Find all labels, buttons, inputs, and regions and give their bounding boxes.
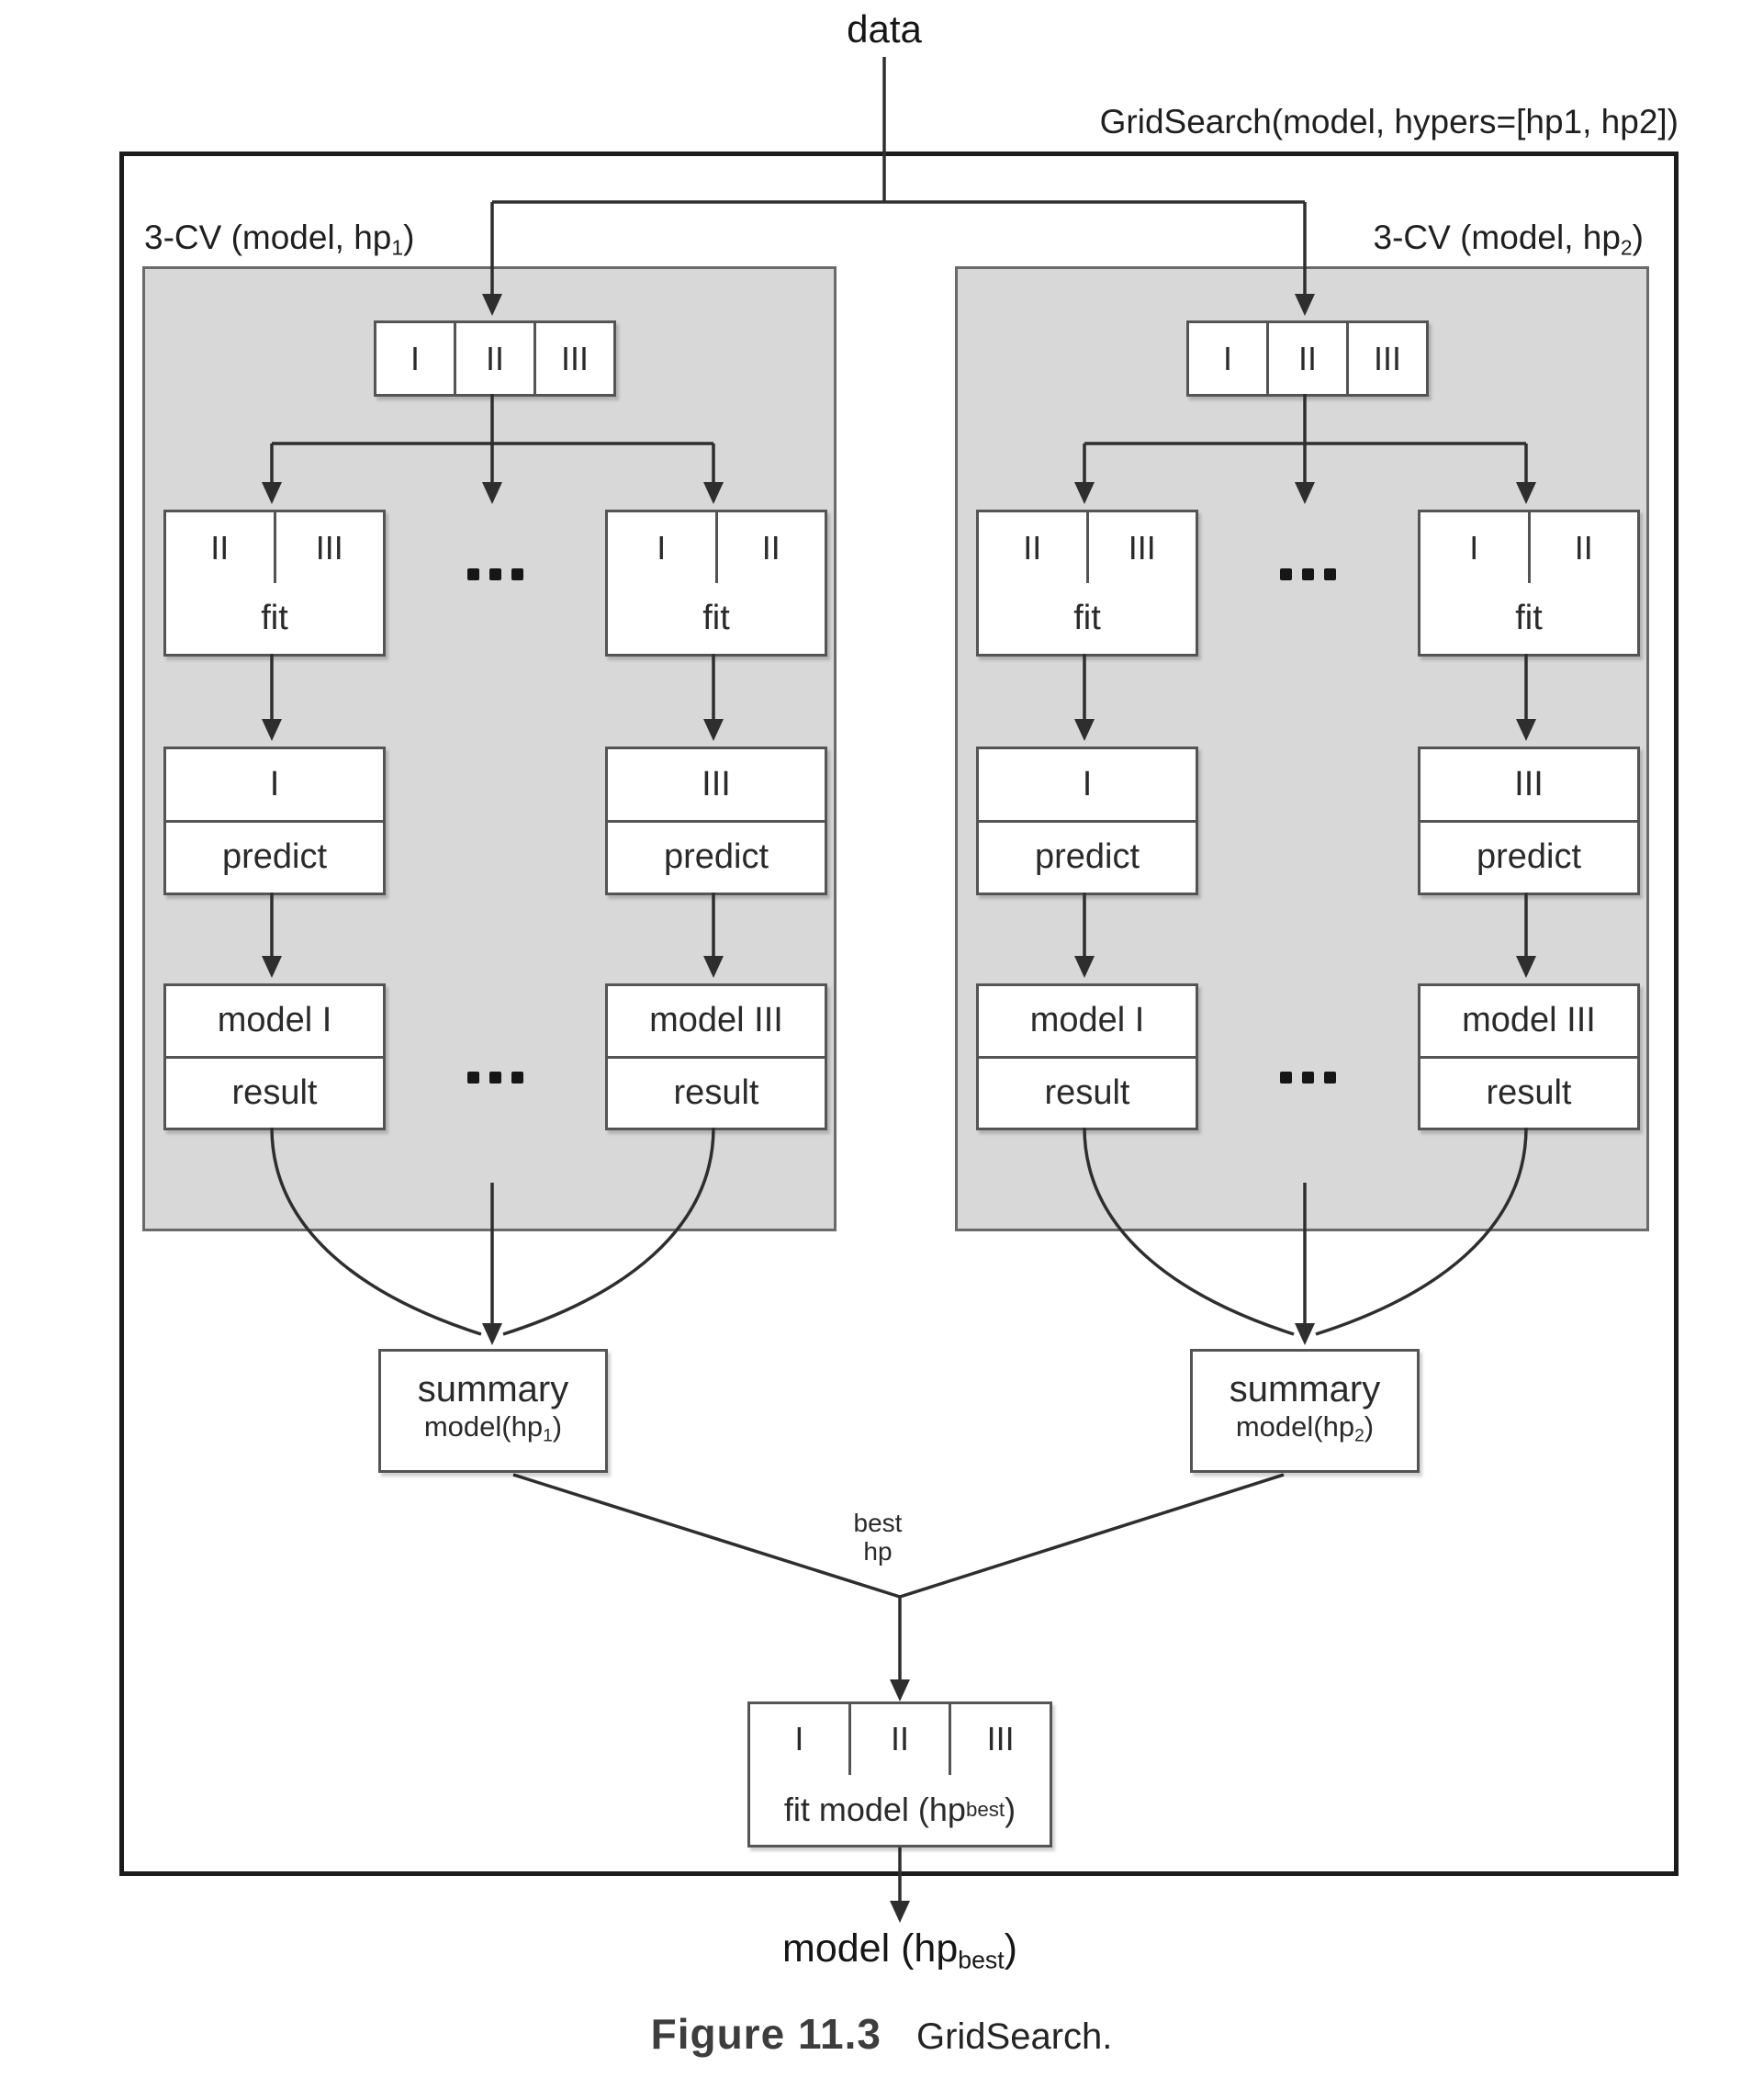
summary-model-main: model(hp — [423, 1410, 544, 1443]
model-label: model I — [1029, 1001, 1145, 1040]
result-label: result — [608, 1055, 825, 1129]
model-result-box: model I result — [976, 983, 1198, 1130]
summary-model-close: ) — [552, 1410, 563, 1443]
train-cell: I — [657, 528, 667, 567]
train-cell: II — [210, 528, 230, 567]
result-label: result — [979, 1055, 1196, 1129]
summary-model-close: ) — [1364, 1410, 1375, 1443]
train-fit-box: I II fit — [1418, 510, 1640, 657]
result-label: result — [166, 1055, 383, 1129]
output-model-label: model (hpbest) — [716, 1926, 1084, 1974]
final-fit-label-close: ) — [1005, 1790, 1016, 1828]
best-hp-line1: best — [853, 1509, 903, 1537]
summary-box-hp1: summary model(hp1) — [378, 1349, 608, 1473]
fold-cell: III — [1346, 323, 1426, 394]
output-model-sub: best — [958, 1946, 1005, 1974]
figure-number: Figure 11.3 — [650, 2010, 882, 2058]
train-cell: II — [1023, 528, 1042, 567]
fold-cell: II — [848, 1704, 949, 1775]
fold-strip: I II III — [1186, 320, 1429, 397]
holdout-predict-box: I predict — [976, 747, 1198, 895]
cv-panel-1-label-main: 3-CV (model, hp — [144, 219, 392, 256]
fit-label: fit — [1073, 599, 1101, 637]
train-cell: II — [714, 512, 825, 583]
train-fit-box: II III fit — [163, 510, 386, 657]
final-fit-label-sub: best — [965, 1797, 1005, 1821]
holdout-cell: III — [702, 764, 731, 803]
output-model-main: model (hp — [782, 1926, 959, 1971]
model-label: model III — [1462, 1001, 1596, 1040]
summary-label: summary — [1229, 1369, 1381, 1410]
figure-title: GridSearch. — [915, 2016, 1113, 2057]
summary-model-main: model(hp — [1235, 1410, 1355, 1443]
output-model-close: ) — [1004, 1926, 1017, 1971]
cv-panel-1-label-sub: 1 — [391, 235, 404, 260]
summary-model-sub: 1 — [543, 1426, 553, 1446]
fold-cell: II — [454, 323, 533, 394]
final-fit-label-main: fit model (hp — [783, 1790, 966, 1828]
fold-cell: I — [794, 1720, 804, 1758]
result-label: result — [1421, 1055, 1637, 1129]
cv-panel-2-content: I II III II III fit I II fit I predict — [955, 266, 1649, 1231]
fold-cell: II — [1266, 323, 1346, 394]
data-label: data — [847, 7, 922, 51]
summary-label: summary — [417, 1369, 569, 1410]
fold-cell: III — [949, 1704, 1050, 1775]
train-cell: III — [1085, 512, 1196, 583]
ellipsis-dots — [454, 1068, 536, 1086]
model-label: model III — [649, 1001, 783, 1040]
train-cell: II — [1527, 512, 1638, 583]
summary-box-hp2: summary model(hp2) — [1190, 1349, 1420, 1473]
holdout-cell: I — [269, 764, 280, 803]
cv-panel-2-label-main: 3-CV (model, hp — [1373, 219, 1621, 256]
ellipsis-dots — [454, 565, 536, 583]
cv-panel-1-label-close: ) — [403, 219, 415, 256]
cv-panel-1-label: 3-CV (model, hp1) — [144, 219, 414, 260]
ellipsis-dots — [1266, 1068, 1349, 1086]
figure-caption: Figure 11.3 GridSearch. — [0, 2009, 1763, 2059]
holdout-predict-box: III predict — [1418, 747, 1640, 895]
best-hp-label: best hp — [809, 1509, 947, 1566]
holdout-cell: I — [1082, 764, 1093, 803]
fold-strip: I II III — [374, 320, 616, 397]
model-result-box: model III result — [605, 983, 827, 1130]
fold-cell: I — [1222, 339, 1232, 377]
fold-cell: III — [533, 323, 613, 394]
cv-panel-2-label-sub: 2 — [1620, 235, 1633, 260]
predict-label: predict — [1421, 819, 1637, 893]
predict-label: predict — [608, 819, 825, 893]
cv-panel-2-label-close: ) — [1632, 219, 1644, 256]
summary-model-label: model(hp2) — [1236, 1411, 1374, 1452]
fit-label: fit — [702, 599, 730, 637]
predict-label: predict — [979, 819, 1196, 893]
fit-label: fit — [261, 599, 288, 637]
summary-model-label: model(hp1) — [424, 1411, 562, 1452]
ellipsis-dots — [1266, 565, 1349, 583]
cv-panel-2-label: 3-CV (model, hp2) — [1139, 219, 1644, 260]
model-label: model I — [217, 1001, 332, 1040]
holdout-cell: III — [1514, 764, 1544, 803]
train-cell: I — [1469, 528, 1479, 567]
model-result-box: model III result — [1418, 983, 1640, 1130]
train-fit-box: I II fit — [605, 510, 827, 657]
gridsearch-call-label: GridSearch(model, hypers=[hp1, hp2]) — [1099, 103, 1679, 140]
fit-label: fit — [1515, 599, 1543, 637]
predict-label: predict — [166, 819, 383, 893]
train-fit-box: II III fit — [976, 510, 1198, 657]
holdout-predict-box: III predict — [605, 747, 827, 895]
best-hp-line2: hp — [863, 1537, 893, 1566]
gridsearch-outer-box — [119, 152, 1679, 1876]
holdout-predict-box: I predict — [163, 747, 386, 895]
summary-model-sub: 2 — [1354, 1426, 1364, 1446]
train-cell: III — [273, 512, 384, 583]
fold-cell: I — [410, 339, 420, 377]
